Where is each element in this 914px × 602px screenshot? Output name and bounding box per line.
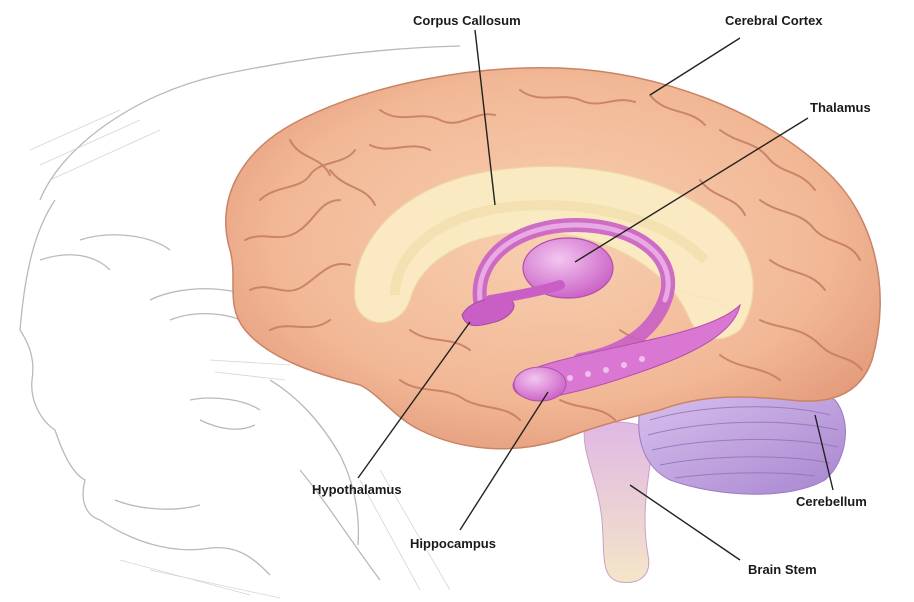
head-sketch-hatching <box>29 109 451 599</box>
leader-hypothalamus <box>357 321 471 479</box>
corpus-callosum-inner <box>390 200 709 296</box>
label-cerebellum: Cerebellum <box>796 494 867 509</box>
leader-cerebellum <box>814 414 834 491</box>
corpus-callosum-shape <box>353 165 754 340</box>
label-corpus-callosum: Corpus Callosum <box>413 13 521 28</box>
hypothalamus-stalk <box>485 280 565 305</box>
head-sketch <box>19 45 461 581</box>
leader-cerebral-cortex <box>649 37 741 96</box>
label-brain-stem: Brain Stem <box>748 562 817 577</box>
hippocampus-segments <box>567 356 645 381</box>
leader-lines <box>357 29 834 561</box>
leader-hippocampus <box>459 391 549 531</box>
hypothalamus-shape <box>461 297 515 327</box>
label-cerebral-cortex: Cerebral Cortex <box>725 13 823 28</box>
cortex-folds <box>244 89 863 421</box>
cerebellum-folds <box>647 406 839 479</box>
label-hippocampus: Hippocampus <box>410 536 496 551</box>
leader-thalamus <box>574 117 809 263</box>
label-thalamus: Thalamus <box>810 100 871 115</box>
fornix-arch-highlight <box>477 222 671 303</box>
label-hypothalamus: Hypothalamus <box>312 482 402 497</box>
hippocampus-head <box>513 366 567 402</box>
leader-corpus-callosum <box>474 29 496 206</box>
leader-brain-stem <box>629 484 741 561</box>
